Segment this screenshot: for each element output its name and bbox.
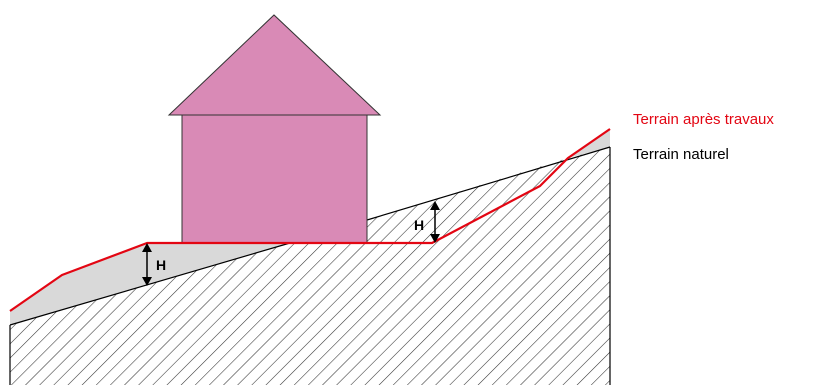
- cut-zone-right: [367, 158, 568, 243]
- house-roof: [167, 14, 382, 116]
- legend-natural: Terrain naturel: [633, 146, 729, 163]
- height-arrow-left: [142, 243, 152, 286]
- natural-ground-hatched: [10, 147, 610, 385]
- natural-ground-line-right: [366, 146, 611, 221]
- house-body: [181, 114, 368, 244]
- height-arrow-right: [430, 201, 440, 243]
- height-label-right: H: [414, 217, 424, 233]
- legend-after-works: Terrain après travaux: [633, 111, 774, 128]
- after-works-line: [9, 128, 611, 312]
- height-label-left: H: [156, 257, 166, 273]
- natural-ground-line: [9, 242, 291, 326]
